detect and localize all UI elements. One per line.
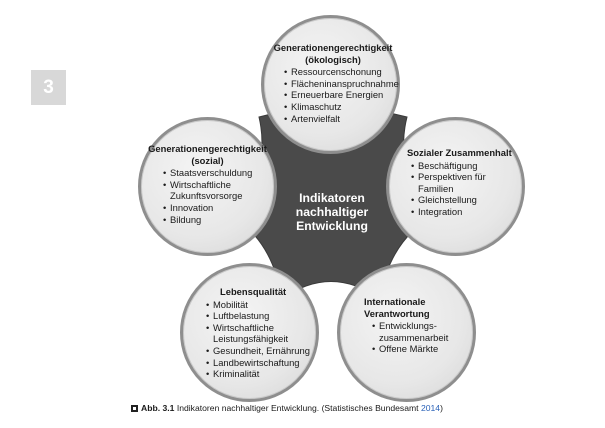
list-item: Ressourcenschonung bbox=[284, 66, 394, 78]
node-title: Generationengerechtigkeit(ökologisch) bbox=[273, 42, 393, 65]
list-item: Landbewirtschaftung bbox=[206, 357, 316, 369]
list-item: Entwicklungs-zusammenarbeit bbox=[372, 320, 464, 343]
caption-text: Indikatoren nachhaltiger Entwicklung. (S… bbox=[176, 403, 421, 413]
chapter-number-badge: 3 bbox=[31, 70, 66, 105]
list-item: Offene Märkte bbox=[372, 343, 464, 355]
list-item: Integration bbox=[411, 206, 523, 218]
list-item: Staatsverschuldung bbox=[163, 167, 275, 179]
node-quality-of-life: Lebensqualität Mobilität Luftbelastung W… bbox=[206, 286, 316, 380]
caption-label: Abb. 3.1 bbox=[141, 403, 175, 413]
list-item: Flächeninanspruchnahme bbox=[284, 78, 399, 90]
figure-caption: Abb. 3.1 Indikatoren nachhaltiger Entwic… bbox=[131, 403, 443, 413]
list-item: Klimaschutz bbox=[284, 101, 394, 113]
node-title: Lebensqualität bbox=[220, 286, 287, 297]
node-social-cohesion: Sozialer Zusammenhalt Beschäftigung Pers… bbox=[399, 147, 523, 218]
list-item: Kriminalität bbox=[206, 368, 316, 380]
list-item: Erneuerbare Energien bbox=[284, 89, 394, 101]
node-social-generations: Generationengerechtigkeit(sozial) Staats… bbox=[140, 143, 275, 225]
list-item: Mobilität bbox=[206, 299, 316, 311]
citation-year-link[interactable]: 2014 bbox=[420, 403, 441, 413]
list-item: Artenvielfalt bbox=[284, 113, 394, 125]
list-item: Beschäftigung bbox=[411, 160, 523, 172]
list-item: Bildung bbox=[163, 214, 275, 226]
list-item: Gleichstellung bbox=[411, 194, 523, 206]
caption-suffix: ) bbox=[440, 403, 443, 413]
center-title: Indikatoren nachhaltiger Entwicklung bbox=[295, 191, 369, 233]
node-title: Sozialer Zusammenhalt bbox=[407, 147, 512, 158]
node-ecological: Generationengerechtigkeit(ökologisch) Re… bbox=[272, 42, 399, 125]
list-item: Perspektiven für Familien bbox=[411, 171, 523, 194]
figure-marker-icon bbox=[131, 405, 138, 412]
list-item: Luftbelastung bbox=[206, 310, 316, 322]
list-item: Gesundheit, Ernährung bbox=[206, 345, 316, 357]
node-title: Generationengerechtigkeit(sozial) bbox=[148, 143, 267, 166]
list-item: Innovation bbox=[163, 202, 275, 214]
